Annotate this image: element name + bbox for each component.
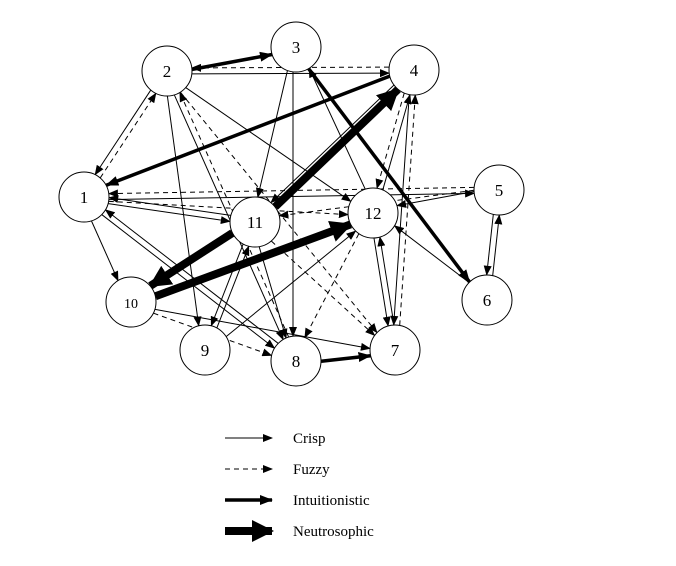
edge-crisp-5-to-12: [396, 191, 474, 208]
edge-crisp-7-to-12: [377, 236, 395, 325]
edge-crisp-3-to-11: [255, 70, 288, 198]
node-circle: [461, 274, 513, 326]
legend-label-crisp: Crisp: [293, 431, 326, 447]
edge-crisp-12-to-3: [308, 67, 366, 190]
edge-fuzzy-5-to-11: [278, 189, 474, 219]
node-3: 3: [270, 21, 322, 73]
node-circle: [270, 21, 322, 73]
node-1: 1: [58, 171, 110, 223]
node-label: 11: [247, 213, 263, 232]
node-12: 12: [347, 187, 399, 239]
edge-crisp-2-to-1: [94, 89, 152, 176]
edge-fuzzy-4-to-12: [375, 93, 405, 190]
edge-crisp-11-to-9: [210, 244, 244, 327]
node-label: 2: [163, 62, 172, 81]
edge-fuzzy-1-to-2: [99, 92, 157, 179]
edge-neutrosophic-11-to-10: [148, 229, 235, 290]
node-10: 10: [105, 276, 157, 328]
edge-fuzzy-11-to-7: [271, 240, 376, 336]
edge-crisp-6-to-12: [393, 225, 470, 283]
edge-crisp-12-to-7: [373, 238, 391, 327]
node-label: 5: [495, 181, 504, 200]
edge-crisp-4-to-11: [270, 84, 395, 204]
edge-fuzzy-10-to-8: [153, 312, 273, 357]
node-4: 4: [388, 44, 440, 96]
edge-fuzzy-7-to-4: [399, 94, 419, 326]
edge-fuzzy-4-to-2: [191, 63, 390, 72]
edge-crisp-1-to-10: [91, 220, 119, 282]
edge-crisp-1-to-5: [108, 189, 476, 201]
node-circle: [388, 44, 440, 96]
node-label: 9: [201, 341, 210, 360]
node-label: 10: [124, 297, 138, 312]
edge-crisp-5-to-6: [483, 214, 494, 276]
legend-label-intuitionistic: Intuitionistic: [293, 493, 370, 509]
node-circle: [473, 164, 525, 216]
node-label: 6: [483, 291, 492, 310]
node-label: 7: [391, 341, 400, 360]
node-8: 8: [270, 335, 322, 387]
node-label: 3: [292, 38, 301, 57]
edge-crisp-9-to-12: [225, 230, 357, 337]
edge-crisp-11-to-1: [108, 194, 231, 216]
edge-crisp-10-to-7: [155, 308, 371, 351]
node-circle: [369, 324, 421, 376]
edges-layer: [91, 51, 503, 363]
node-2: 2: [141, 45, 193, 97]
node-circle: [105, 276, 157, 328]
edge-crisp-2-to-12: [185, 87, 352, 202]
node-9: 9: [179, 324, 231, 376]
node-label: 12: [365, 204, 382, 223]
edge-crisp-2-to-4: [191, 69, 390, 78]
edge-intuitionistic-2-to-3: [191, 51, 273, 72]
node-circle: [270, 335, 322, 387]
node-label: 4: [410, 61, 419, 80]
edge-neutrosophic-11-to-4: [272, 86, 401, 210]
edge-crisp-11-to-8: [258, 246, 288, 339]
edge-fuzzy-1-to-12: [108, 200, 349, 219]
node-circle: [58, 171, 110, 223]
node-11: 11: [229, 196, 281, 248]
node-5: 5: [473, 164, 525, 216]
legend-label-fuzzy: Fuzzy: [293, 462, 330, 478]
edge-fuzzy-5-to-1: [107, 186, 475, 198]
edge-intuitionistic-3-to-6: [307, 67, 471, 283]
edge-crisp-12-to-4: [382, 93, 412, 190]
edge-crisp-9-to-11: [216, 245, 250, 328]
edge-crisp-6-to-5: [492, 214, 503, 276]
node-circle: [229, 196, 281, 248]
edge-intuitionistic-8-to-7: [321, 352, 372, 363]
node-6: 6: [461, 274, 513, 326]
node-label: 8: [292, 352, 301, 371]
edge-fuzzy-12-to-8: [304, 233, 360, 339]
node-label: 1: [80, 188, 89, 207]
node-circle: [179, 324, 231, 376]
node-7: 7: [369, 324, 421, 376]
node-circle: [141, 45, 193, 97]
edge-crisp-8-to-1: [104, 209, 279, 344]
legend-label-neutrosophic: Neutrosophic: [293, 524, 374, 540]
edge-crisp-2-to-9: [166, 96, 202, 327]
edge-crisp-1-to-11: [108, 203, 231, 225]
node-circle: [347, 187, 399, 239]
edge-crisp-4-to-7: [390, 94, 410, 326]
edge-neutrosophic-10-to-12: [154, 220, 353, 300]
